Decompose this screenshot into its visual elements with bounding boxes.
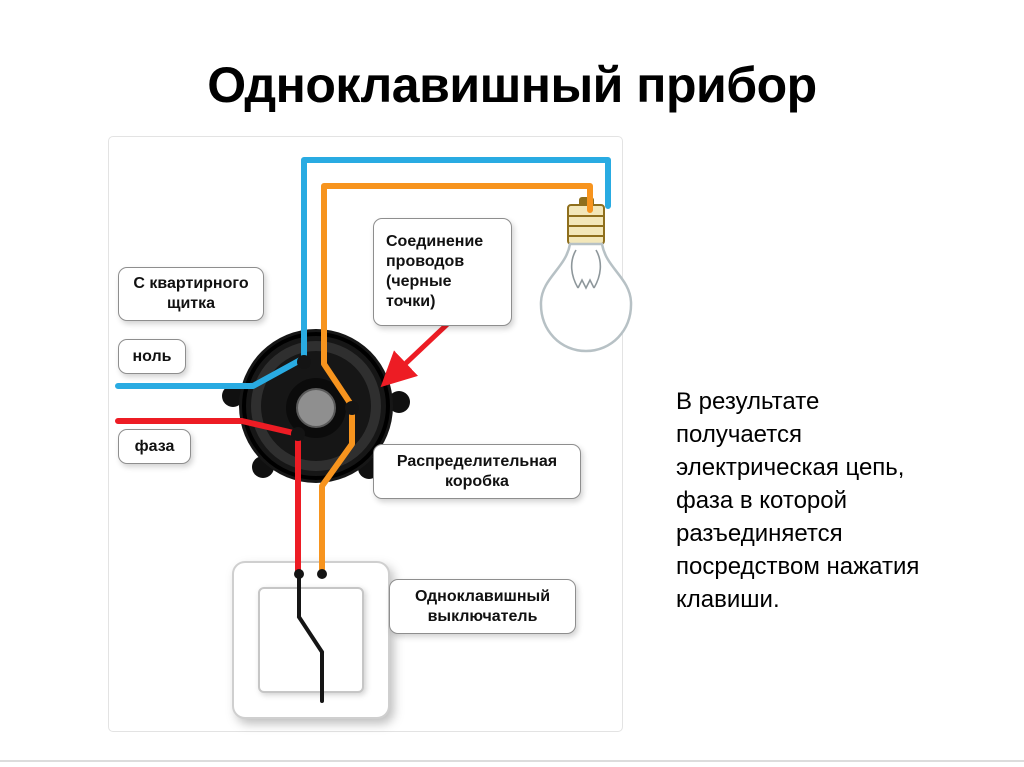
label-panel-source: С квартирного щитка	[118, 267, 264, 321]
switch-key	[258, 587, 364, 693]
connection-dot	[291, 427, 305, 441]
label-phase-text: фаза	[134, 437, 175, 455]
label-wire-connection-text: Соединение проводов (черные точки)	[386, 233, 484, 310]
label-switch-text: Одноклавишный выключатель	[414, 587, 551, 625]
label-switch: Одноклавишный выключатель	[389, 579, 576, 634]
bulb-filament	[570, 249, 602, 290]
switched-phase-wire	[319, 183, 593, 575]
junction-box-rim	[242, 332, 390, 480]
switch-terminal-dot-right	[317, 569, 327, 579]
label-neutral-text: ноль	[132, 347, 172, 365]
page-title: Одноклавишный прибор	[207, 57, 817, 113]
wall-switch	[232, 561, 390, 719]
label-panel-source-text: С квартирного щитка	[133, 275, 249, 312]
bottom-divider	[0, 760, 1024, 762]
junction-box	[222, 329, 410, 483]
junction-box-ring	[251, 341, 381, 471]
label-junction-box-text: Распределительная коробка	[396, 452, 558, 490]
switch-terminal-dot-left	[294, 569, 304, 579]
connection-dots	[291, 355, 359, 579]
connection-dot	[297, 355, 311, 369]
junction-box-terminal-left	[222, 385, 244, 407]
bulb-cap-threads	[568, 215, 604, 237]
junction-box-terminal-right	[388, 391, 410, 413]
light-bulb	[539, 197, 633, 353]
result-description: В результате получается электрическая це…	[676, 388, 920, 613]
bulb-glass	[539, 242, 633, 353]
bulb-cap	[567, 204, 605, 245]
switch-contact-symbol	[297, 576, 324, 703]
label-wire-connection: Соединение проводов (черные точки)	[373, 218, 512, 326]
neutral-wire	[115, 157, 611, 389]
junction-box-hub-cap	[296, 388, 336, 428]
label-junction-box: Распределительная коробка	[373, 444, 581, 499]
diagram-panel-border	[108, 136, 623, 732]
label-phase: фаза	[118, 429, 191, 464]
connection-pointer-arrow	[380, 314, 458, 388]
phase-wire	[115, 418, 301, 575]
wires	[115, 157, 611, 575]
connection-dot	[345, 401, 359, 415]
label-neutral: ноль	[118, 339, 186, 374]
